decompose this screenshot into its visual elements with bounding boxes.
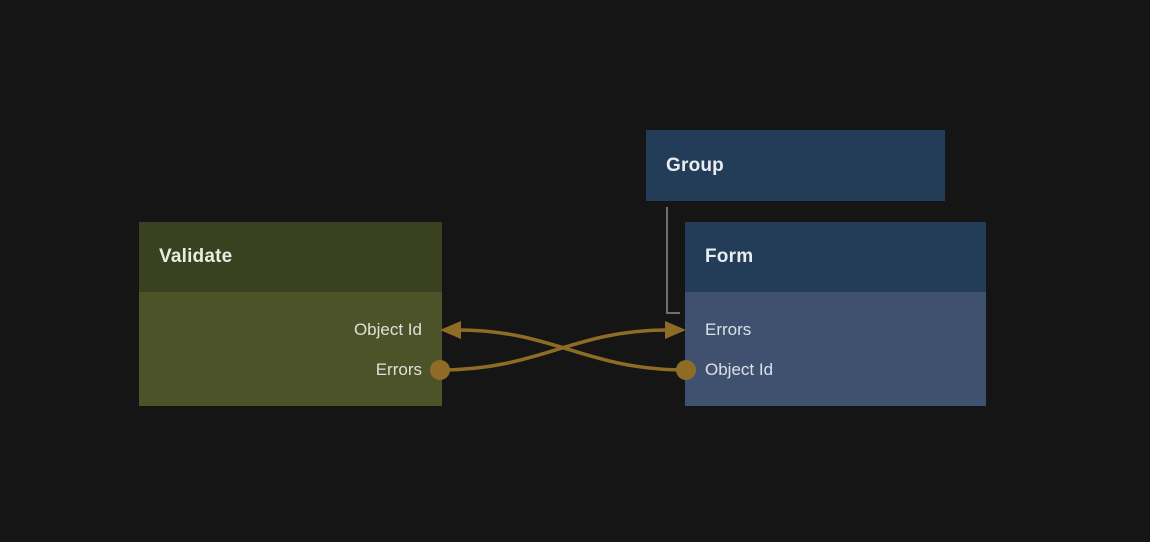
- field-validate-errors[interactable]: Errors: [139, 350, 442, 390]
- edge-form-object-id-to-validate-object-id[interactable]: [457, 328, 687, 372]
- node-validate[interactable]: Validate Object Id Errors: [139, 222, 442, 406]
- node-group-title: Group: [666, 154, 724, 176]
- field-label: Errors: [705, 320, 752, 339]
- field-label: Object Id: [353, 320, 422, 339]
- node-form-header[interactable]: Form: [685, 222, 986, 292]
- node-validate-title: Validate: [159, 246, 233, 267]
- edge-validate-errors-to-form-errors[interactable]: [439, 328, 669, 372]
- node-validate-header[interactable]: Validate: [139, 222, 442, 292]
- node-group-header[interactable]: Group: [646, 130, 945, 201]
- field-validate-object-id[interactable]: Object Id: [139, 310, 442, 350]
- node-form-body: Errors Object Id: [685, 292, 986, 406]
- arrow-into-validate-object-id-icon[interactable]: [440, 321, 461, 339]
- field-form-object-id[interactable]: Object Id: [685, 350, 986, 390]
- node-form-title: Form: [705, 246, 754, 267]
- node-form[interactable]: Form Errors Object Id: [685, 222, 986, 406]
- parent-link-group-form: [666, 207, 680, 314]
- node-validate-body: Object Id Errors: [139, 292, 442, 406]
- arrow-into-form-errors-icon[interactable]: [665, 321, 686, 339]
- field-form-errors[interactable]: Errors: [685, 310, 986, 350]
- field-label: Object Id: [705, 360, 774, 379]
- field-label: Errors: [375, 360, 422, 379]
- node-group[interactable]: Group: [646, 130, 945, 201]
